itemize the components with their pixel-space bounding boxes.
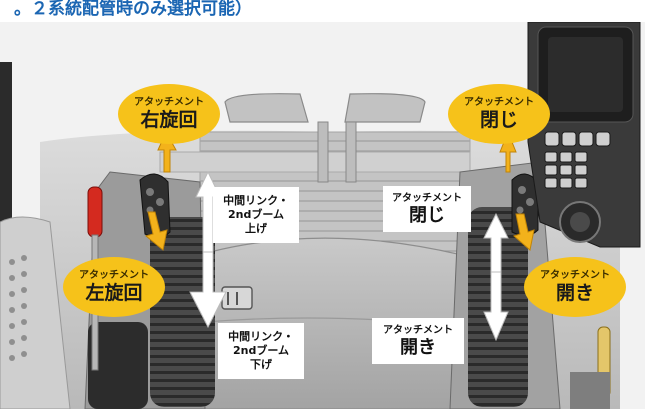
callout-close-large: 閉じ	[479, 109, 518, 131]
callout-right-swing: アタッチメント 右旋回	[118, 84, 220, 144]
callout-left-swing-small: アタッチメント	[79, 270, 149, 281]
cab-interior-illustration	[0, 21, 645, 409]
header-title: 。２系統配管時のみ選択可能）	[14, 0, 252, 19]
white-arrows	[189, 170, 509, 342]
label-raise-line2: 2ndブーム	[227, 208, 285, 221]
label-lower-line1: 中間リンク・	[228, 330, 294, 343]
label-raise-line1: 中間リンク・	[223, 194, 289, 207]
callout-left-swing: アタッチメント 左旋回	[63, 257, 165, 317]
callout-close-small: アタッチメント	[464, 97, 534, 108]
label-lower-line2: 2ndブーム	[232, 344, 290, 357]
label-close-small: アタッチメント	[392, 192, 462, 204]
callout-right-swing-small: アタッチメント	[134, 97, 204, 108]
label-open-small: アタッチメント	[383, 324, 453, 336]
label-lower: 中間リンク・ 2ndブーム 下げ	[218, 323, 304, 379]
callout-right-swing-large: 右旋回	[140, 109, 198, 131]
label-raise: 中間リンク・ 2ndブーム 上げ	[213, 187, 299, 243]
callout-close: アタッチメント 閉じ	[448, 84, 550, 144]
label-close: アタッチメント 閉じ	[383, 186, 471, 232]
callout-open-large: 開き	[555, 282, 594, 304]
label-close-large: 閉じ	[409, 204, 445, 226]
callout-left-swing-large: 左旋回	[85, 282, 143, 304]
label-open: アタッチメント 開き	[372, 318, 464, 364]
callout-open-small: アタッチメント	[540, 270, 610, 281]
excavator-cab-photo: アタッチメント 右旋回 アタッチメント 左旋回 アタッチメント 閉じ アタッチメ…	[0, 21, 645, 409]
label-lower-line3: 下げ	[250, 358, 272, 371]
label-open-large: 開き	[400, 336, 436, 358]
callout-open: アタッチメント 開き	[524, 257, 626, 317]
label-raise-line3: 上げ	[245, 222, 267, 235]
